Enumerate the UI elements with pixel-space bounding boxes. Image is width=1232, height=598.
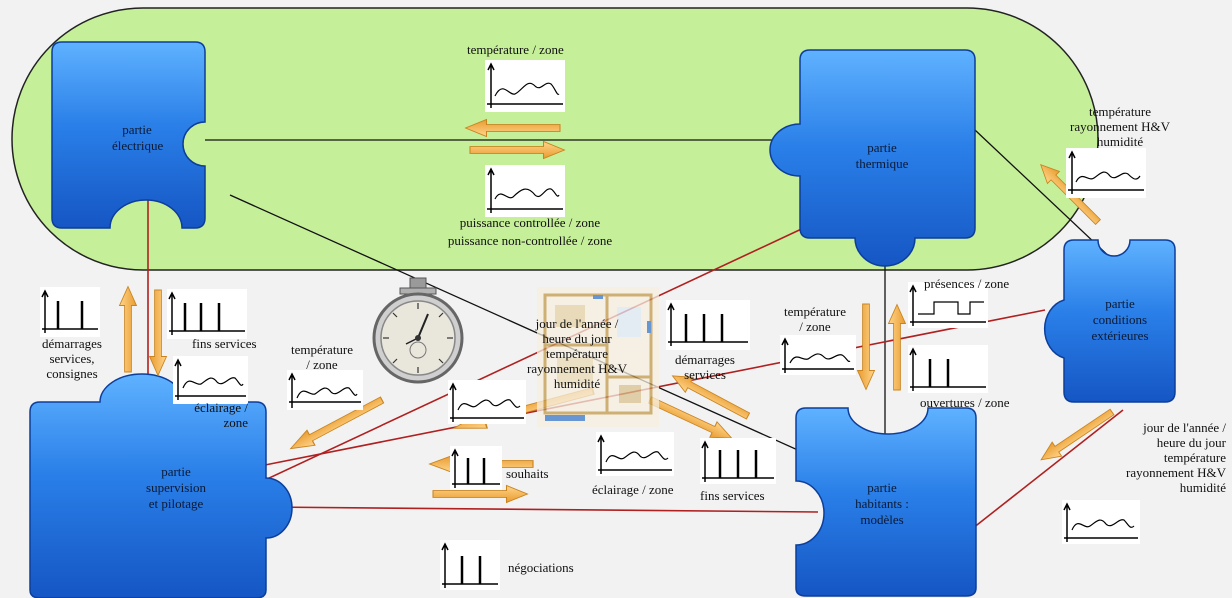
mini-chart-conditions-top bbox=[1066, 148, 1146, 198]
label-temp-ray-hum-right: température rayonnement H&V humidité bbox=[1069, 104, 1170, 149]
label-temp-zone-mid: température / zone bbox=[290, 342, 354, 372]
piece-thermique bbox=[769, 49, 976, 267]
piece-conditions bbox=[1043, 239, 1176, 403]
stopwatch-icon bbox=[372, 277, 464, 384]
label-fins-services-center: fins services bbox=[700, 488, 765, 503]
label-partie-conditions: partie conditions extérieures bbox=[1091, 296, 1149, 343]
floor-plan-image bbox=[537, 287, 659, 427]
mini-chart-fins-center bbox=[700, 438, 776, 484]
label-souhaits: souhaits bbox=[506, 466, 549, 481]
mini-chart-center-temp bbox=[448, 380, 526, 424]
mini-chart-temp-zone-top bbox=[485, 60, 565, 112]
label-center-block: jour de l'année / heure du jour températ… bbox=[526, 316, 627, 391]
label-ouvertures: ouvertures / zone bbox=[920, 395, 1010, 410]
label-temp-zone-right: température / zone bbox=[783, 304, 847, 334]
label-fins-services-left: fins services bbox=[192, 336, 257, 351]
piece-electrique bbox=[51, 41, 206, 229]
label-presences: présences / zone bbox=[924, 276, 1010, 291]
label-partie-electrique: partie électrique bbox=[112, 122, 164, 153]
mini-chart-presences bbox=[908, 282, 988, 328]
mini-chart-souhaits bbox=[450, 446, 502, 490]
label-puissance: puissance controllée / zone puissance no… bbox=[447, 215, 613, 248]
label-partie-habitants: partie habitants : modèles bbox=[855, 480, 909, 527]
mini-chart-temp-zone-right bbox=[780, 335, 856, 375]
mini-chart-demarrages-center bbox=[666, 300, 750, 350]
mini-chart-negociations bbox=[440, 540, 500, 590]
mini-chart-puissance bbox=[485, 165, 565, 217]
label-partie-thermique: partie thermique bbox=[855, 140, 909, 171]
mini-chart-ouvertures bbox=[908, 345, 988, 393]
label-eclairage-center: éclairage / zone bbox=[592, 482, 674, 497]
mini-chart-fins-left bbox=[167, 289, 247, 339]
label-eclairage-left: éclairage / zone bbox=[194, 400, 248, 430]
piece-habitants bbox=[795, 407, 977, 597]
label-temp-zone-top: température / zone bbox=[467, 42, 564, 57]
label-demarrages-center: démarrages services bbox=[675, 352, 735, 382]
mini-chart-demarrages-left bbox=[40, 287, 100, 337]
piece-supervision bbox=[29, 373, 293, 598]
mini-chart-eclairage-left bbox=[173, 356, 248, 404]
label-negociations: négociations bbox=[508, 560, 574, 575]
label-demarrages-left: démarrages services, consignes bbox=[42, 336, 102, 381]
black-links bbox=[205, 129, 1116, 461]
label-partie-supervision: partie supervision et pilotage bbox=[146, 464, 206, 511]
label-jour-right: jour de l'année / heure du jour températ… bbox=[1125, 420, 1226, 495]
mini-chart-eclairage-center bbox=[596, 432, 674, 476]
mini-chart-habitants-right bbox=[1062, 500, 1140, 544]
mini-chart-temp-zone-mid bbox=[287, 370, 363, 410]
